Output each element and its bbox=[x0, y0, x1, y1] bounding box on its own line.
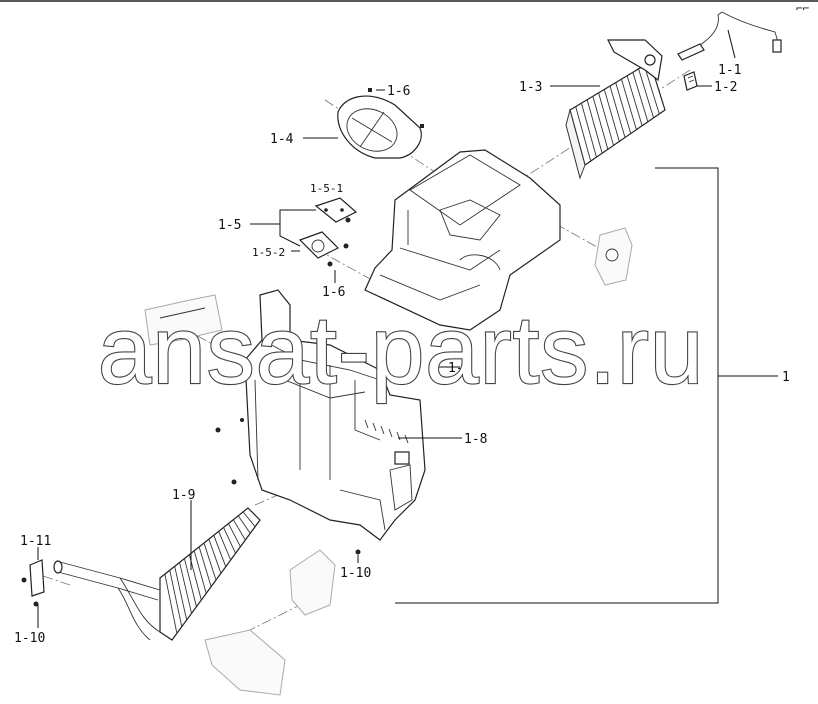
heater-fin bbox=[164, 574, 178, 634]
clamp-body bbox=[29, 559, 45, 597]
part-1-4-blower-ring bbox=[337, 88, 424, 159]
evaporator-fin bbox=[626, 75, 643, 126]
label-1-9: 1-9 bbox=[172, 488, 195, 503]
label-1-10-left: 1-10 bbox=[14, 631, 45, 646]
watermark: ansat-parts.ru bbox=[98, 297, 704, 404]
housing-wire-tick bbox=[404, 434, 409, 444]
bracket-1-5-2 bbox=[298, 231, 340, 259]
lower-housing-body bbox=[244, 289, 426, 541]
heater-fin bbox=[213, 535, 227, 567]
heater-fin bbox=[237, 515, 251, 534]
bracket-1-5-1 bbox=[314, 197, 358, 223]
label-1-6-top: 1-6 bbox=[387, 84, 410, 99]
evaporator-fin bbox=[586, 99, 603, 154]
heater-fin bbox=[193, 550, 207, 594]
evaporator-fin bbox=[603, 89, 620, 142]
label-1-2: 1-2 bbox=[714, 80, 737, 95]
evaporator-fin bbox=[575, 106, 592, 162]
evaporator-fin bbox=[632, 72, 649, 122]
evaporator-pipes bbox=[607, 39, 663, 82]
heater-fin bbox=[174, 566, 188, 621]
heater-fin bbox=[228, 523, 241, 547]
evaporator-fin bbox=[592, 96, 609, 150]
axis-line bbox=[39, 574, 71, 586]
heater-fin bbox=[203, 542, 217, 581]
heater-fin bbox=[218, 531, 232, 561]
blower-ring-outer bbox=[337, 95, 422, 159]
group-bracket bbox=[395, 167, 778, 604]
heater-fin bbox=[169, 570, 183, 627]
part-1-2-clip bbox=[683, 71, 698, 91]
label-1-4: 1-4 bbox=[270, 132, 294, 147]
label-1-11: 1-11 bbox=[20, 534, 51, 549]
label-1-5-2: 1-5-2 bbox=[252, 246, 285, 259]
heater-fin bbox=[179, 562, 192, 614]
ghost-bracket-left bbox=[144, 294, 223, 346]
label-1-5-1: 1-5-1 bbox=[310, 182, 343, 195]
heater-fin bbox=[198, 546, 212, 587]
lower-housing bbox=[215, 289, 426, 555]
ghost-bracket-bottom bbox=[204, 549, 336, 696]
part-1-9-heater-core bbox=[53, 507, 261, 641]
evaporator-fin bbox=[638, 68, 655, 118]
evaporator-fin bbox=[643, 65, 660, 115]
label-1-5: 1-5 bbox=[218, 218, 241, 233]
housing-wire-tick bbox=[380, 425, 385, 435]
leader-lines bbox=[37, 29, 736, 628]
housing-wires bbox=[364, 419, 409, 444]
heater-fin bbox=[184, 558, 197, 607]
heater-fin bbox=[232, 519, 246, 541]
heater-fin bbox=[208, 538, 222, 574]
part-1-3-evaporator bbox=[565, 39, 666, 180]
evaporator-fin bbox=[615, 82, 632, 134]
evaporator-fin bbox=[620, 79, 637, 130]
heater-fin bbox=[223, 527, 236, 554]
sensor-wire bbox=[699, 11, 779, 46]
label-1-8: 1-8 bbox=[464, 432, 487, 447]
part-labels: 1 1-1 1-2 1-3 1-4 1-5 1-5-1 1-5-2 1-6 1-… bbox=[14, 63, 790, 646]
label-1-6-bottom: 1-6 bbox=[322, 285, 345, 300]
evaporator-fins bbox=[575, 65, 660, 162]
housing-wire-tick bbox=[364, 419, 369, 429]
heater-fin bbox=[242, 511, 256, 527]
upper-housing-body bbox=[364, 149, 561, 331]
evaporator-fin bbox=[580, 103, 597, 158]
label-1-10-right: 1-10 bbox=[340, 566, 371, 581]
housing-wire-tick bbox=[388, 428, 393, 438]
part-1-1-sensor bbox=[677, 11, 782, 61]
sensor-connector bbox=[772, 39, 782, 53]
label-1-1: 1-1 bbox=[718, 63, 741, 78]
heater-core-fins bbox=[164, 511, 256, 634]
group-bracket-line bbox=[395, 167, 719, 604]
housing-wire-tick bbox=[396, 431, 401, 441]
evaporator-fin bbox=[609, 85, 626, 138]
corner-mark: ⌐⌐ bbox=[796, 2, 809, 15]
housing-wire-tick bbox=[372, 422, 377, 432]
ghost-bracket-right bbox=[594, 227, 633, 286]
heater-core-body bbox=[159, 507, 261, 641]
evaporator-fin bbox=[598, 92, 615, 146]
label-1-7: 1-7 bbox=[448, 361, 471, 376]
upper-housing bbox=[364, 149, 561, 331]
label-1-3: 1-3 bbox=[519, 80, 542, 95]
part-1-5-bracket bbox=[298, 197, 358, 267]
sensor-body bbox=[677, 43, 705, 61]
label-1: 1 bbox=[782, 370, 790, 385]
part-1-11-clamp bbox=[21, 559, 45, 607]
